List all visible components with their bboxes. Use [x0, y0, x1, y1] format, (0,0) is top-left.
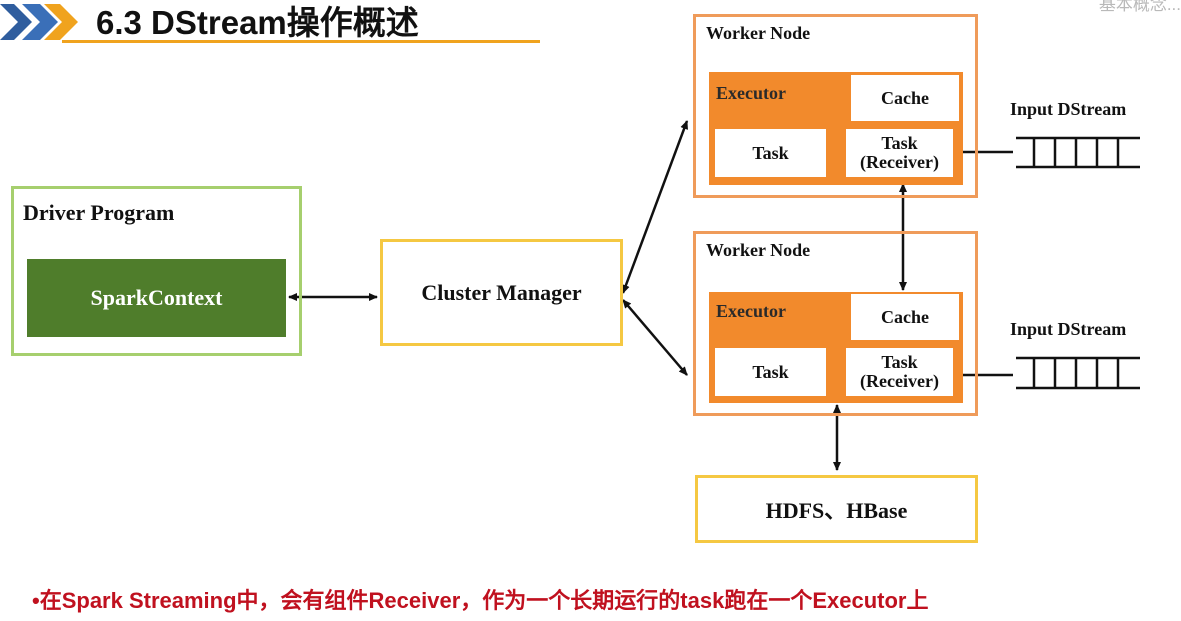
task-box: Task	[715, 348, 826, 396]
receiver-task-label: Task	[881, 352, 918, 373]
arrow-cluster-worker2	[622, 299, 688, 376]
worker-node-label: Worker Node	[706, 23, 811, 43]
title-underline	[62, 40, 540, 43]
cluster-manager-box: Cluster Manager	[380, 239, 623, 346]
input-dstream-queue-icon	[1016, 136, 1140, 169]
cache-box: Cache	[851, 75, 959, 121]
executor-label: Executor	[716, 301, 786, 321]
executor-label: Executor	[716, 83, 786, 103]
page-title: 6.3 DStream操作概述	[96, 4, 419, 41]
receiver-task-box: Task (Receiver)	[846, 129, 953, 177]
receiver-task-label: Task	[881, 133, 918, 154]
receiver-sub-label: (Receiver)	[860, 371, 939, 391]
header-chevron-icon	[0, 0, 80, 49]
footer-note: •在Spark Streaming中，会有组件Receiver，作为一个长期运行…	[32, 588, 929, 613]
cache-box: Cache	[851, 294, 959, 340]
arrow-cluster-worker1	[621, 120, 689, 294]
receiver-sub-label: (Receiver)	[860, 152, 939, 172]
worker-node-label: Worker Node	[706, 240, 811, 260]
receiver-task-box: Task (Receiver)	[846, 348, 953, 396]
task-box: Task	[715, 129, 826, 177]
storage-box: HDFS、HBase	[695, 475, 978, 543]
input-dstream-label: Input DStream	[1010, 319, 1127, 339]
input-dstream-queue-icon	[1016, 356, 1140, 390]
worker-node-box	[693, 14, 978, 198]
worker-node-box	[693, 231, 978, 416]
corner-watermark-text: 基本概念...	[1098, 0, 1181, 14]
spark-context-box: SparkContext	[27, 259, 286, 337]
input-dstream-label: Input DStream	[1010, 99, 1127, 119]
driver-program-label: Driver Program	[23, 200, 175, 225]
driver-program-box	[11, 186, 302, 356]
